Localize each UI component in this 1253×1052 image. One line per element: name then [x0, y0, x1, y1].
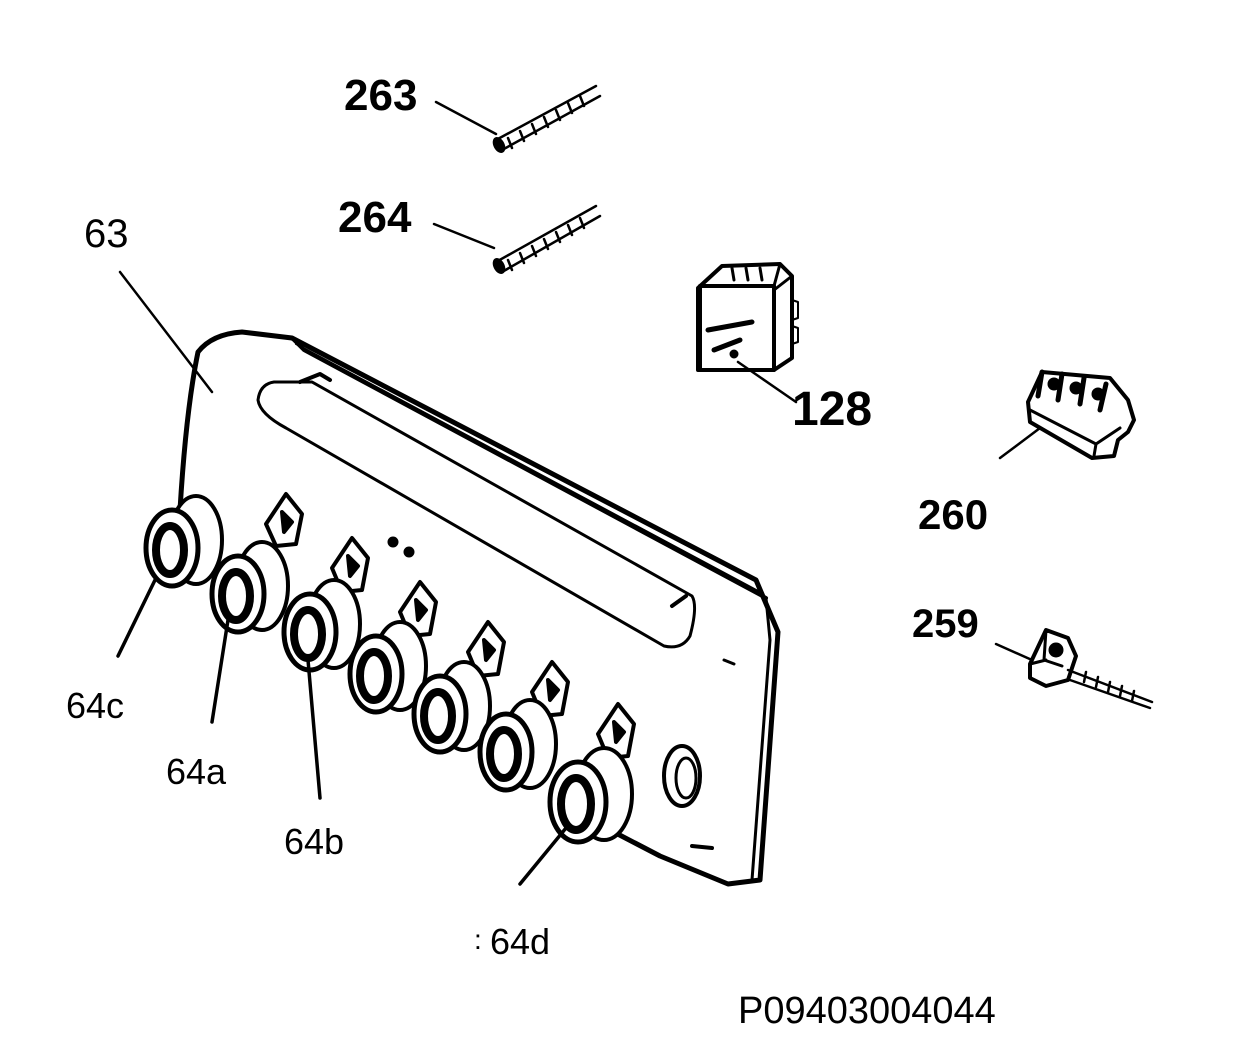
knob-indicator-windows — [264, 492, 636, 760]
clock-module-128 — [696, 262, 799, 372]
knob-6 — [477, 698, 558, 793]
callout-64c: 64c — [66, 685, 125, 726]
callout-260: 260 — [918, 491, 989, 538]
callout-128: 128 — [792, 383, 873, 436]
knob-64b — [281, 578, 362, 673]
knob-64c — [143, 494, 224, 589]
switch-259 — [1028, 628, 1154, 710]
knob-64a — [209, 540, 290, 635]
diagram-code: P09403004044 — [738, 990, 996, 1032]
screw-263 — [492, 84, 602, 153]
knob-64d — [547, 746, 634, 845]
callout-64a: 64a — [166, 751, 227, 792]
terminal-block-260 — [1026, 369, 1136, 460]
callout-259: 259 — [912, 602, 979, 646]
callout-63: 63 — [84, 212, 129, 256]
callout-264: 264 — [338, 193, 412, 242]
control-panel-63 — [177, 329, 781, 887]
callout-263: 263 — [344, 71, 418, 120]
callout-64d-prefix: : — [474, 924, 482, 955]
callout-64b: 64b — [284, 821, 345, 862]
knob-4 — [347, 620, 428, 715]
leader-lines — [116, 100, 1042, 886]
screw-264 — [492, 204, 602, 274]
knob-5 — [411, 660, 492, 755]
callout-64d: 64d — [490, 921, 551, 962]
